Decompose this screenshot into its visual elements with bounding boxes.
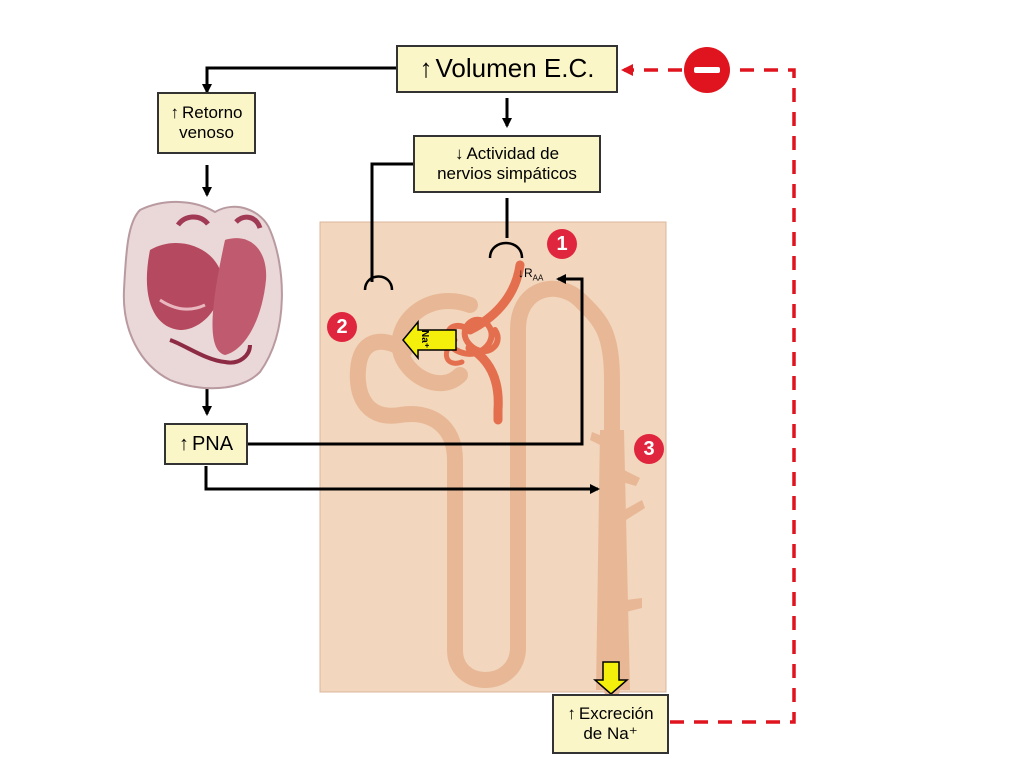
excrecion-na-box: ↑Excreción de Na⁺ <box>552 694 669 754</box>
up-arrow-icon: ↑ <box>419 53 433 84</box>
minus-icon <box>684 47 730 93</box>
sodium-reabsorption-arrow <box>402 319 457 361</box>
up-arrow-icon: ↑ <box>567 704 576 724</box>
nephron-tubule <box>349 280 620 698</box>
nerve-endings <box>363 241 524 291</box>
connector-lines <box>202 66 600 494</box>
na-arrow-label: Na⁺ <box>419 330 430 349</box>
pna-box: ↑ PNA <box>164 423 248 465</box>
actividad-line-1: ↓Actividad de <box>455 144 559 164</box>
raa-main: R <box>524 266 533 280</box>
venoso-label: venoso <box>179 123 234 142</box>
de-na-label: de Na⁺ <box>583 724 638 743</box>
pna-label: PNA <box>191 432 234 455</box>
volumen-ec-label: Volumen E.C. <box>435 53 595 84</box>
retorno-line-1: ↑Retorno <box>171 103 243 123</box>
excrecion-line-1: ↑Excreción <box>567 704 653 724</box>
retorno-label: Retorno <box>182 103 243 123</box>
actividad-label: Actividad de <box>466 144 560 164</box>
heart-icon <box>122 201 283 390</box>
raa-down-arrow-icon: ↓ <box>518 266 524 280</box>
nervios-simpaticos-label: nervios simpáticos <box>437 164 577 183</box>
badge-3: 3 <box>634 434 664 464</box>
excrecion-label: Excreción <box>578 704 654 724</box>
excretion-arrow <box>593 661 629 695</box>
badge-1: 1 <box>547 229 577 259</box>
raa-label: ↓RAA <box>518 266 543 282</box>
volumen-ec-box: ↑ Volumen E.C. <box>396 45 618 93</box>
retorno-venoso-box: ↑Retorno venoso <box>157 92 256 154</box>
up-arrow-icon: ↑ <box>170 103 180 123</box>
badge-2: 2 <box>327 312 357 342</box>
up-arrow-icon: ↑ <box>178 432 189 455</box>
collecting-duct <box>590 430 645 690</box>
actividad-nervios-box: ↓Actividad de nervios simpáticos <box>413 135 601 193</box>
feedback-dashed-line <box>621 64 796 724</box>
raa-sub: AA <box>532 273 544 283</box>
down-arrow-icon: ↓ <box>454 144 464 164</box>
